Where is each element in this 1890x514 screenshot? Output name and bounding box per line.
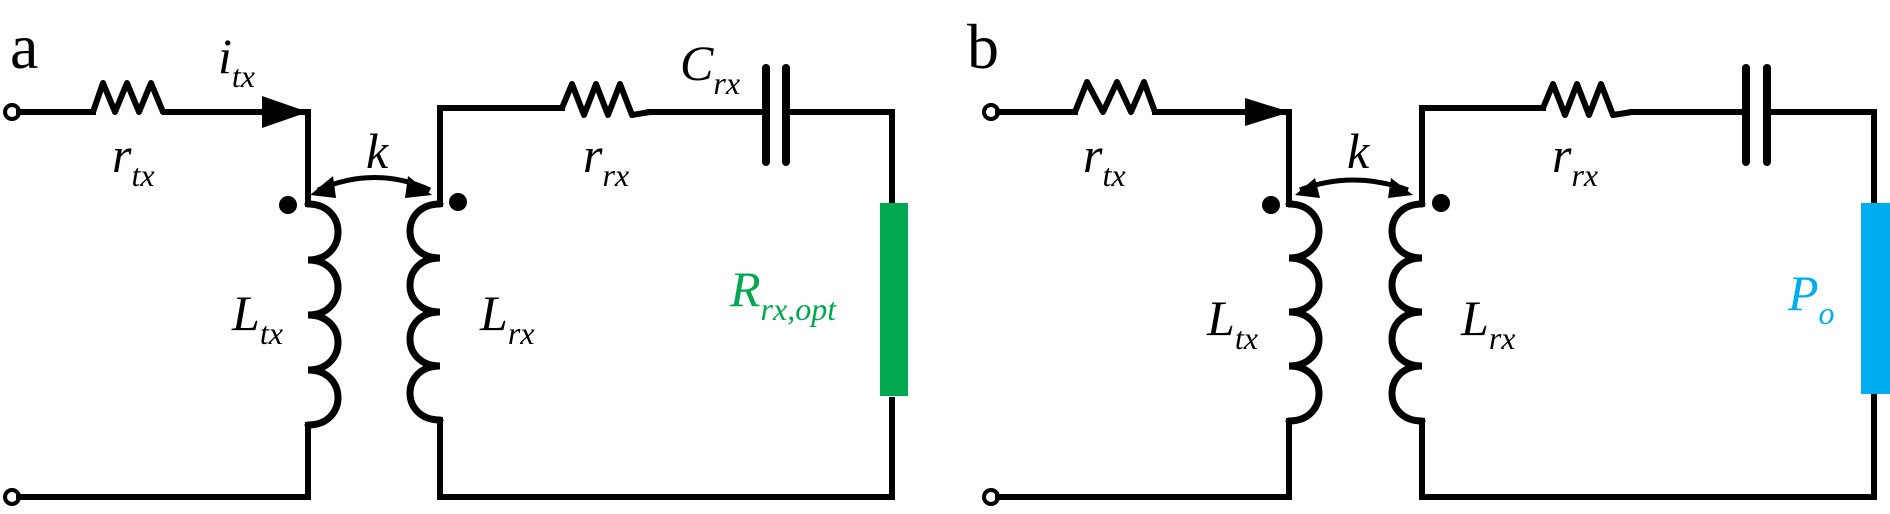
dot-marker-rx	[449, 193, 467, 211]
panel-label-a: a	[10, 11, 38, 82]
label-r-tx: rtx	[112, 127, 155, 193]
label-r-rx: rrx	[1552, 127, 1598, 193]
inductor-l-tx	[304, 200, 342, 429]
label-l-rx: Lrx	[1460, 290, 1515, 356]
coupling-arrow-left-icon	[1295, 178, 1320, 198]
panel-a: a itx rtx k Ltx	[3, 11, 908, 506]
dot-marker-rx	[1432, 194, 1450, 212]
panel-b: b rtx k Ltx Lrx rrx Po	[967, 11, 1890, 506]
wire-cap-right	[1764, 109, 1877, 206]
load-output-power	[1861, 203, 1890, 394]
inductor-l-tx	[1285, 200, 1323, 425]
label-c-rx: Crx	[680, 35, 740, 101]
wire-rx-bottom	[437, 397, 895, 500]
dot-marker-tx	[1262, 196, 1280, 214]
wire-tx-down	[259, 109, 311, 207]
wire-tx-bottom	[995, 418, 1292, 500]
wire-rx-up	[437, 105, 565, 207]
label-r-tx: rtx	[1083, 127, 1126, 193]
resistor-r-rx	[559, 81, 653, 118]
label-l-tx: Ltx	[1206, 290, 1258, 356]
wire-rx-bottom	[1419, 391, 1877, 500]
wire-tx-bottom	[16, 422, 311, 500]
label-k: k	[366, 123, 389, 179]
panel-label-b: b	[967, 11, 999, 82]
coupling-arrow-left-icon	[310, 176, 336, 198]
wire-cap-right	[783, 109, 895, 206]
inductor-l-rx	[1388, 200, 1426, 425]
label-r-rx: rrx	[583, 127, 629, 193]
load-resistor-optimal	[880, 203, 908, 396]
label-p-o: Po	[1787, 265, 1835, 331]
resistor-r-tx	[90, 80, 175, 115]
resistor-r-tx	[1072, 79, 1158, 115]
label-l-tx: Ltx	[231, 285, 283, 351]
label-r-rx-opt: Rrx,opt	[729, 261, 837, 327]
coupling-arrow-right-icon	[1388, 178, 1413, 198]
label-i-tx: itx	[218, 28, 255, 94]
wire-tx-down	[1242, 109, 1292, 207]
coupling-arrow-right-icon	[405, 176, 432, 198]
resistor-r-rx	[1540, 81, 1635, 118]
label-l-rx: Lrx	[479, 285, 534, 351]
dot-marker-tx	[279, 196, 297, 214]
label-k: k	[1347, 123, 1370, 179]
inductor-l-rx	[406, 200, 444, 424]
wire-rx-up	[1419, 105, 1546, 207]
